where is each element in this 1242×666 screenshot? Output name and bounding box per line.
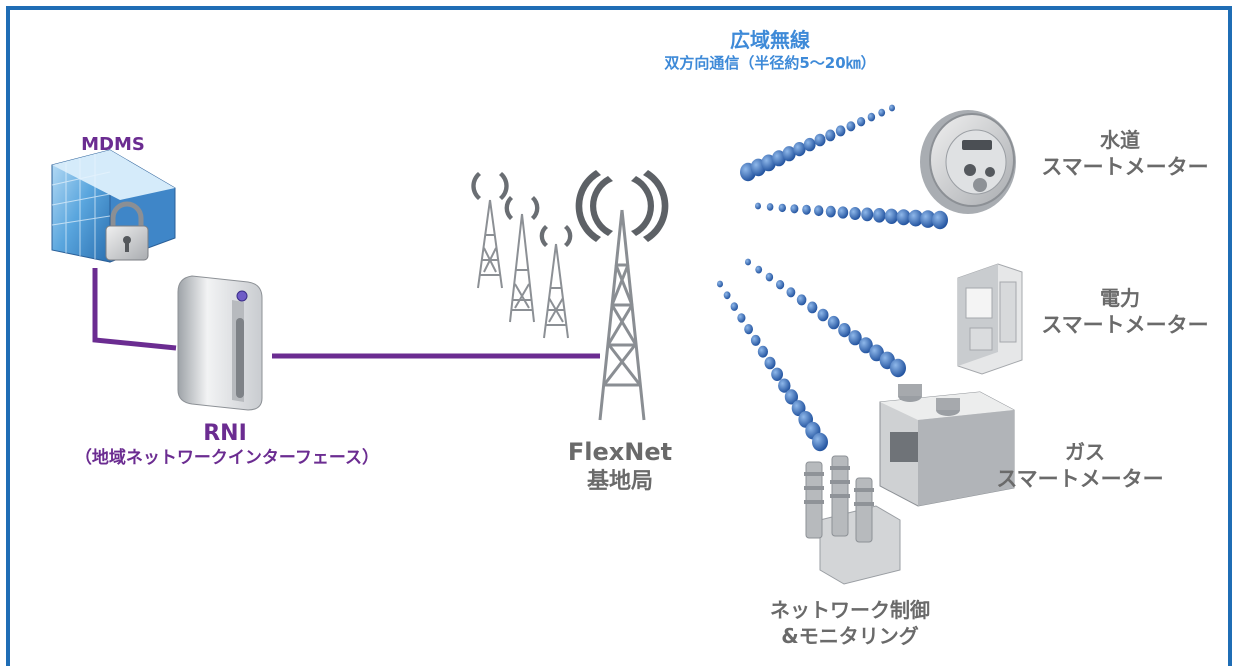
signal-dot — [848, 330, 862, 346]
signal-dot — [817, 308, 829, 322]
gas-meter-icon — [879, 384, 1015, 507]
link-mdms-rni — [92, 268, 177, 351]
signal-dot — [793, 142, 806, 157]
base-station-label-2: 基地局 — [586, 469, 653, 494]
signal-trail-water-out — [740, 104, 895, 182]
signal-dot — [750, 334, 761, 346]
signal-trail-power — [745, 258, 906, 378]
signal-dot — [884, 208, 899, 224]
signal-dot — [896, 209, 911, 226]
signal-dot — [869, 344, 884, 362]
signal-dot — [757, 345, 769, 358]
signal-dot — [825, 129, 836, 142]
gas-meter-label-2: スマートメーター — [996, 467, 1164, 491]
wireless-title: 広域無線 — [730, 28, 810, 52]
signal-dot — [920, 210, 936, 228]
signal-dot — [744, 324, 753, 335]
small-tower-wave-icon — [471, 172, 573, 247]
signal-dot — [812, 432, 828, 452]
small-tower-icon — [477, 199, 569, 339]
rni-server-icon — [177, 275, 263, 411]
signal-dot — [859, 337, 873, 354]
signal-dot — [772, 150, 786, 167]
signal-dot — [837, 206, 849, 219]
signal-dot — [730, 302, 738, 311]
signal-trails — [717, 104, 948, 452]
signal-dot — [723, 291, 731, 300]
signal-trail-network — [717, 280, 828, 452]
flexnet-tower-wave-icon — [575, 170, 669, 242]
signal-dot — [764, 356, 776, 370]
diagram-frame — [6, 6, 1232, 666]
network-equipment-icon — [804, 455, 901, 585]
signal-dot — [867, 112, 876, 122]
water-meter-label-2: スマートメーター — [1041, 155, 1209, 179]
signal-dot — [737, 313, 746, 323]
signal-dot — [889, 104, 895, 112]
signal-dot — [873, 208, 886, 223]
mdms-label: MDMS — [81, 134, 145, 155]
signal-dot — [778, 378, 791, 393]
power-meter-label-2: スマートメーター — [1041, 313, 1209, 337]
signal-dot — [786, 287, 796, 298]
signal-dot — [861, 207, 874, 222]
signal-dot — [890, 358, 906, 378]
flexnet-tower-icon — [598, 209, 646, 421]
signal-dot — [908, 209, 923, 227]
rni-label: RNI — [203, 421, 247, 446]
signal-dot — [835, 125, 846, 137]
signal-dot — [717, 280, 723, 288]
signal-dot — [857, 117, 866, 127]
signal-dot — [814, 133, 826, 147]
signal-dot — [849, 207, 861, 220]
rni-sublabel: （地域ネットワークインターフェース） — [74, 448, 380, 468]
water-meter-label-1: 水道 — [1100, 128, 1140, 152]
signal-dot — [776, 280, 785, 290]
signal-dot — [878, 108, 886, 117]
signal-dot — [782, 146, 796, 162]
signal-dot — [807, 301, 818, 314]
signal-dot — [932, 210, 948, 230]
signal-dot — [838, 323, 851, 338]
signal-dot — [814, 205, 824, 217]
gas-meter-label-1: ガス — [1065, 440, 1105, 464]
signal-dot — [802, 204, 811, 215]
signal-trail-water-in — [755, 202, 948, 230]
signal-dot — [765, 272, 774, 282]
signal-dot — [755, 265, 763, 274]
signal-dot — [766, 203, 774, 211]
wireless-subtitle: 双方向通信（半径約5～20㎞） — [664, 54, 876, 72]
network-control-label-2: &モニタリング — [781, 624, 919, 648]
signal-dot — [771, 367, 783, 381]
network-control-label-1: ネットワーク制御 — [770, 598, 930, 622]
electric-meter-icon — [957, 263, 1023, 375]
padlock-icon — [105, 201, 149, 261]
signal-dot — [796, 294, 807, 306]
signal-dot — [803, 137, 816, 152]
signal-dot — [846, 121, 856, 132]
signal-dot — [790, 204, 799, 214]
power-meter-label-1: 電力 — [1100, 286, 1140, 310]
base-station-label-1: FlexNet — [567, 438, 673, 466]
signal-dot — [755, 202, 761, 210]
signal-dot — [745, 258, 751, 266]
water-meter-icon — [920, 110, 1016, 214]
signal-dot — [827, 315, 840, 330]
signal-dot — [784, 389, 799, 405]
signal-dot — [791, 400, 806, 417]
signal-dot — [778, 203, 786, 213]
signal-dot — [825, 205, 836, 218]
